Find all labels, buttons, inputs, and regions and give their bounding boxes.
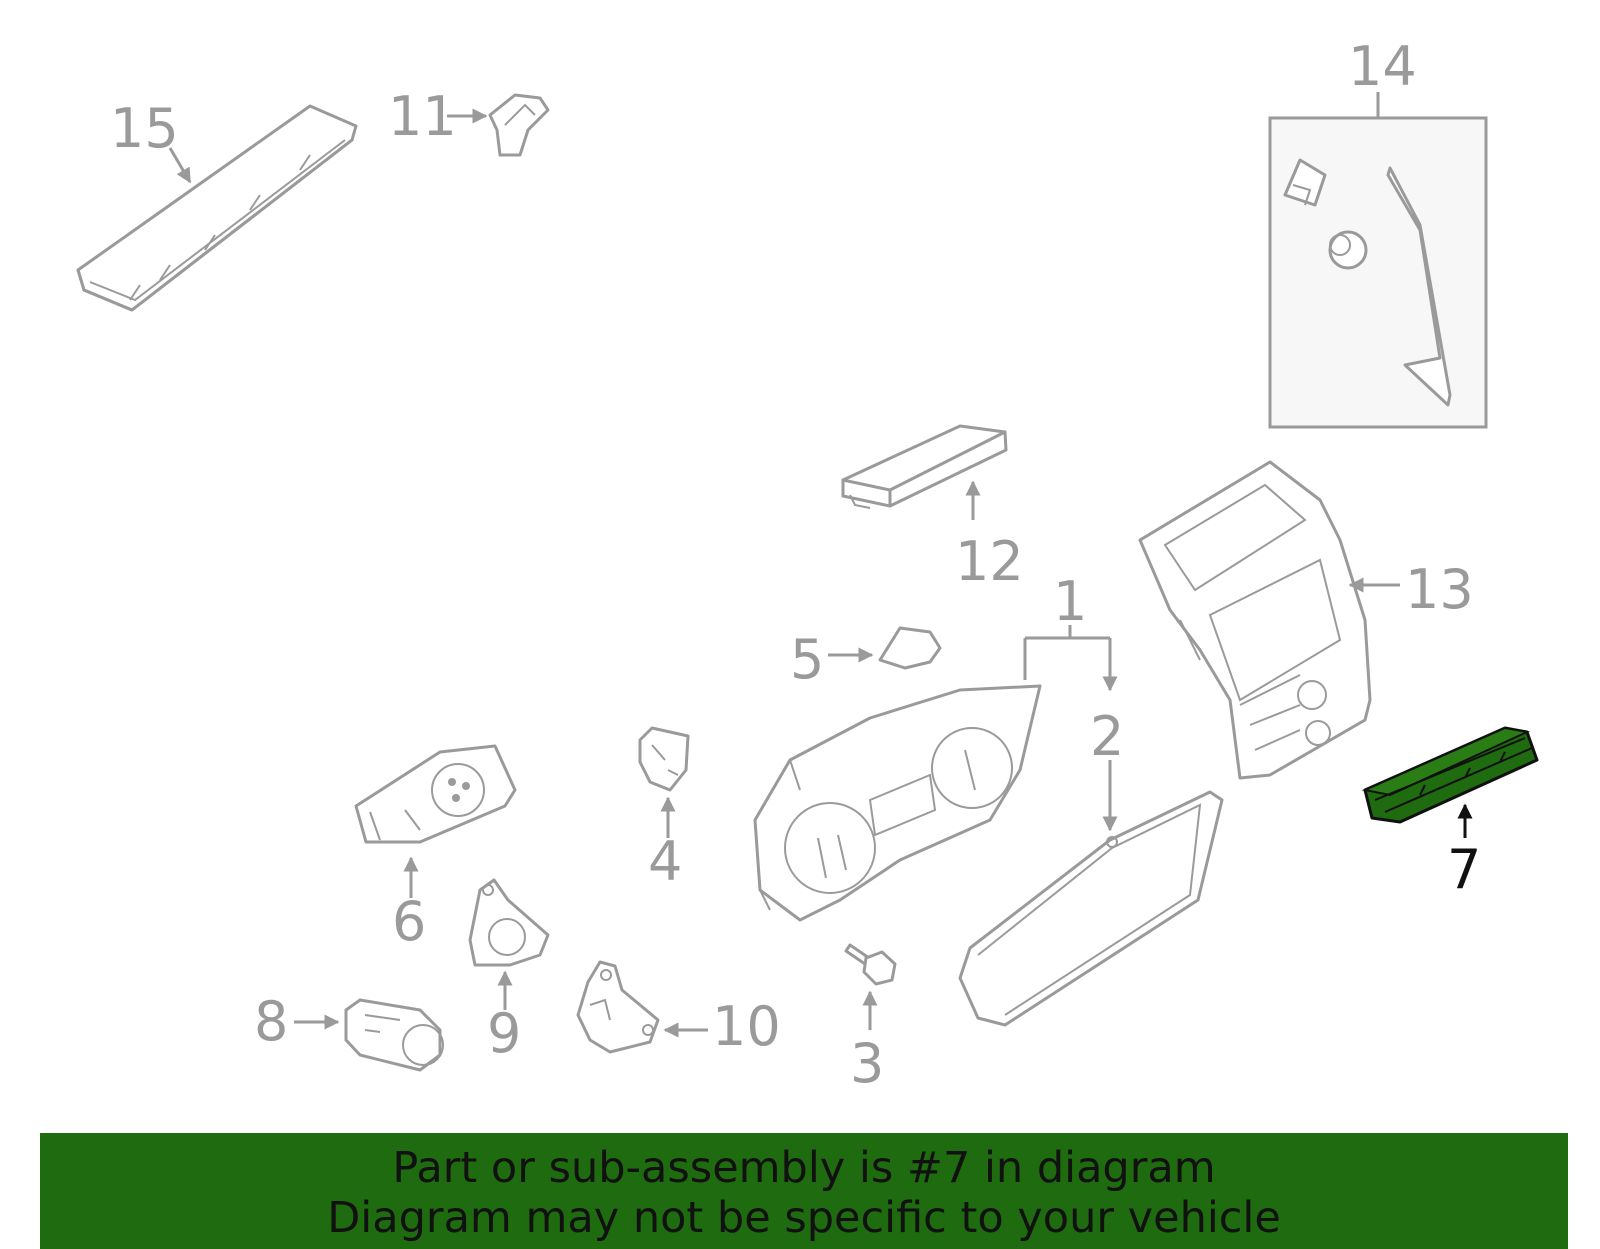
- callout-10: 10: [712, 995, 781, 1058]
- part-6-headlamp-switch: [354, 744, 517, 844]
- part-12-module: [841, 424, 1008, 509]
- callout-12: 12: [955, 530, 1024, 593]
- part-10-bracket: [576, 960, 660, 1054]
- callout-14: 14: [1348, 35, 1417, 98]
- callout-15: 15: [110, 97, 179, 160]
- part-9-switch: [468, 878, 550, 967]
- callout-4: 4: [648, 830, 682, 893]
- leader-1: [1023, 625, 1110, 690]
- callout-1: 1: [1053, 570, 1087, 633]
- banner-line-2: Diagram may not be specific to your vehi…: [327, 1193, 1281, 1243]
- part-11-clip: [488, 93, 550, 157]
- leader-15: [168, 147, 192, 184]
- callout-5: 5: [790, 628, 824, 691]
- part-4-bracket: [638, 726, 690, 792]
- part-1-instrument-cluster: [753, 684, 1042, 922]
- callout-13: 13: [1405, 558, 1474, 621]
- part-7-switch-assembly: [1361, 726, 1539, 824]
- part-14-kit-box: [1268, 116, 1488, 429]
- callout-3: 3: [850, 1032, 884, 1095]
- part-3-screw: [844, 943, 897, 986]
- part-2-lens: [958, 790, 1224, 1027]
- callout-11: 11: [388, 85, 457, 148]
- callout-9: 9: [487, 1002, 521, 1065]
- banner-line-1: Part or sub-assembly is #7 in diagram: [392, 1143, 1216, 1193]
- callout-6: 6: [392, 890, 426, 953]
- callout-2: 2: [1090, 705, 1124, 768]
- part-13-center-bezel: [1138, 460, 1372, 780]
- part-8-push-switch: [344, 998, 444, 1072]
- part-15-trim-panel: [76, 104, 358, 312]
- callout-7: 7: [1447, 838, 1481, 901]
- info-banner: Part or sub-assembly is #7 in diagram Di…: [40, 1133, 1568, 1249]
- part-5-clip: [878, 626, 942, 670]
- callout-8: 8: [254, 990, 288, 1053]
